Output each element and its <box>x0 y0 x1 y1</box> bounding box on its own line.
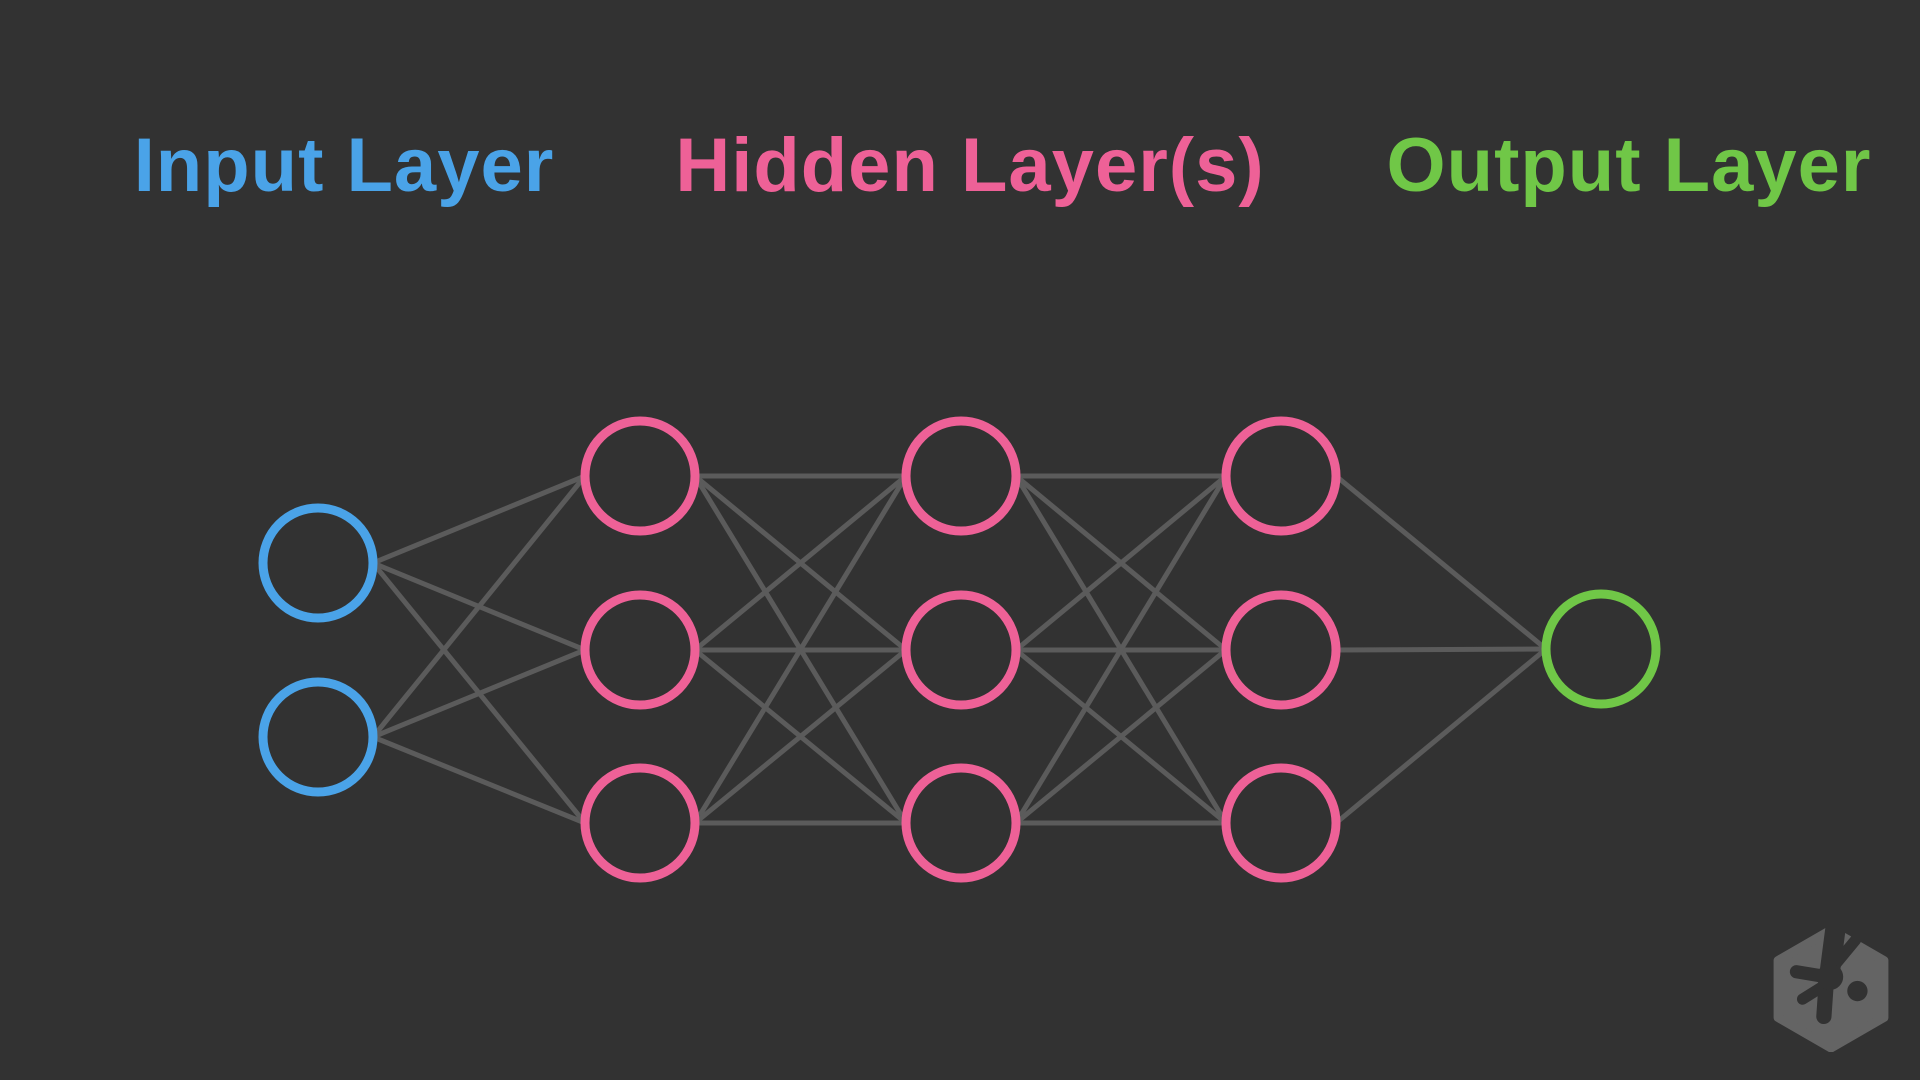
connection-line <box>693 648 908 825</box>
connection-line <box>1334 474 1548 651</box>
connection-line <box>371 474 587 739</box>
hidden-layer-3-node <box>1221 763 1341 883</box>
connection-line <box>1334 647 1548 825</box>
hidden-layer-label: Hidden Layer(s) <box>675 123 1265 208</box>
connection-line <box>1013 474 1229 825</box>
output-layer-node <box>1541 589 1661 709</box>
input-layer-node <box>258 677 378 797</box>
connection-line <box>372 647 586 740</box>
hidden-layer-3-node <box>1221 590 1341 710</box>
hidden-layer-1-node <box>580 590 700 710</box>
connection-line <box>372 473 586 566</box>
connection-line <box>692 474 909 825</box>
hidden-layer-3-node <box>1221 416 1341 536</box>
connection-line <box>1335 646 1547 653</box>
connection-line <box>1014 474 1228 652</box>
hidden-layer-1-node <box>580 416 700 536</box>
hidden-layer-1-node <box>580 763 700 883</box>
treehouse-badge-icon <box>1773 926 1889 1052</box>
connection-line <box>693 474 908 652</box>
connection-line <box>372 734 586 826</box>
hidden-layer-2-node <box>901 590 1021 710</box>
output-layer-label: Output Layer <box>1386 123 1872 208</box>
input-layer-node <box>258 503 378 623</box>
hidden-layer-2-node <box>901 763 1021 883</box>
input-layer-label: Input Layer <box>133 123 555 208</box>
connection-line <box>1014 648 1228 825</box>
hidden-layer-2-node <box>901 416 1021 536</box>
